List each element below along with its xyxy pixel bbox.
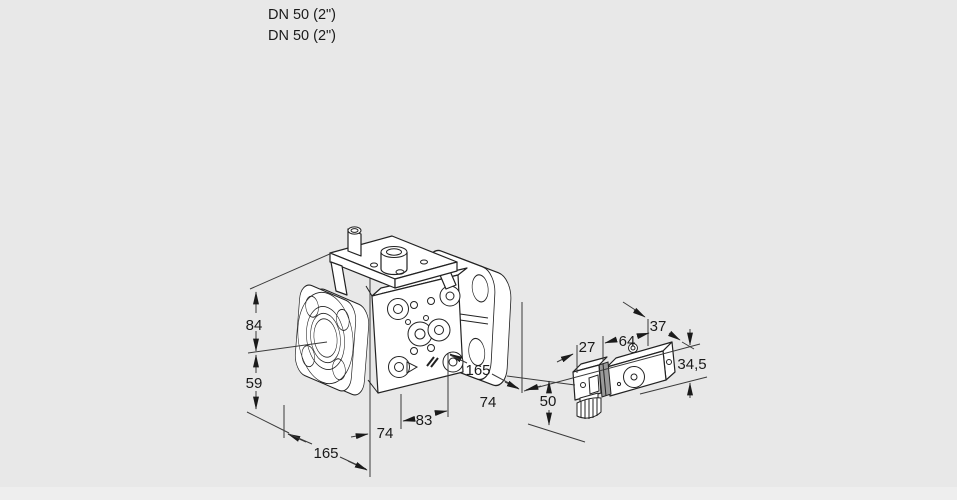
body-bolt-center xyxy=(448,357,458,367)
dn-label-1: DN 50 (2") xyxy=(268,7,336,23)
gland-ribs xyxy=(580,398,598,419)
plate-front-right-face xyxy=(394,261,458,289)
dim-64-label: 64 xyxy=(619,333,636,350)
dn-label-2: DN 50 (2") xyxy=(268,28,336,44)
dim-37-label: 37 xyxy=(650,318,667,335)
connector-screw xyxy=(580,382,586,388)
raised-face-circle xyxy=(297,291,354,385)
plate-hole xyxy=(370,262,378,268)
hatch-mark xyxy=(426,356,439,368)
body-bolt-center xyxy=(394,362,404,372)
left-flange-face xyxy=(294,284,357,392)
left-flange-bolt-hole xyxy=(332,358,346,381)
body-screw xyxy=(410,301,418,309)
top-screw-slot xyxy=(630,345,636,351)
left-flange-bolt-hole xyxy=(336,308,350,331)
dim-74-left-label: 74 xyxy=(377,425,394,442)
actuator-boss-bore xyxy=(386,248,402,256)
connector-plate xyxy=(588,374,600,395)
dim-84-label: 84 xyxy=(246,317,263,334)
mounting-plate xyxy=(329,226,458,296)
dim-50-label: 50 xyxy=(540,393,557,410)
plate-hole xyxy=(395,269,405,275)
bore-inner-circle xyxy=(313,318,338,358)
body-screw xyxy=(410,347,418,355)
plate-left-support xyxy=(330,261,348,296)
dimension-labels: 84 59 165 74 83 165 74 50 27 64 37 34,5 xyxy=(246,317,707,462)
dim-83-label: 83 xyxy=(416,412,433,429)
dim-165-left-label: 165 xyxy=(313,445,338,462)
top-screw xyxy=(628,343,638,353)
actuator-dial xyxy=(623,366,645,388)
dim-59-label: 59 xyxy=(246,375,263,392)
dim-34-5-label: 34,5 xyxy=(677,356,706,373)
body-bolt-center xyxy=(393,304,403,314)
dim-165-right-label: 165 xyxy=(465,362,490,379)
hub-connect-lines xyxy=(365,285,379,394)
pressure-tap-hole xyxy=(414,328,426,340)
actuator-side-view xyxy=(572,341,676,419)
body-screw xyxy=(427,344,435,352)
actuator-boss-side xyxy=(380,252,408,276)
actuator-boss-top xyxy=(380,246,408,258)
left-flange-bolt-hole xyxy=(301,345,315,368)
body-screw xyxy=(405,319,411,325)
bore-outer-circle xyxy=(310,312,341,364)
body-screw xyxy=(427,297,435,305)
sealing-ring-circle xyxy=(306,306,345,370)
left-flange-bolt-hole xyxy=(305,295,319,318)
left-flange xyxy=(294,284,370,396)
body-screw xyxy=(423,315,429,321)
right-flange-bolt-hole xyxy=(471,274,489,303)
plate-hole xyxy=(420,259,428,265)
pipe-hub-lines xyxy=(459,313,489,325)
connector-front-face xyxy=(572,364,602,401)
body-bolt-center xyxy=(445,291,455,301)
dim-74-right-label: 74 xyxy=(480,394,497,411)
footer-strip xyxy=(0,487,957,500)
actuator-dial-center xyxy=(630,373,638,381)
actuator-side-dot xyxy=(666,359,672,365)
index-pin-bore xyxy=(350,228,359,233)
dim-27-label: 27 xyxy=(579,339,596,356)
pressure-tap-hole xyxy=(434,325,444,335)
title-labels: DN 50 (2") DN 50 (2") xyxy=(268,7,336,44)
dimension-lines xyxy=(246,252,708,471)
actuator-front-dot xyxy=(616,381,622,387)
index-pin-top xyxy=(347,226,362,235)
flow-direction-arrow xyxy=(406,361,419,374)
right-flange-bolt-hole xyxy=(468,337,486,367)
